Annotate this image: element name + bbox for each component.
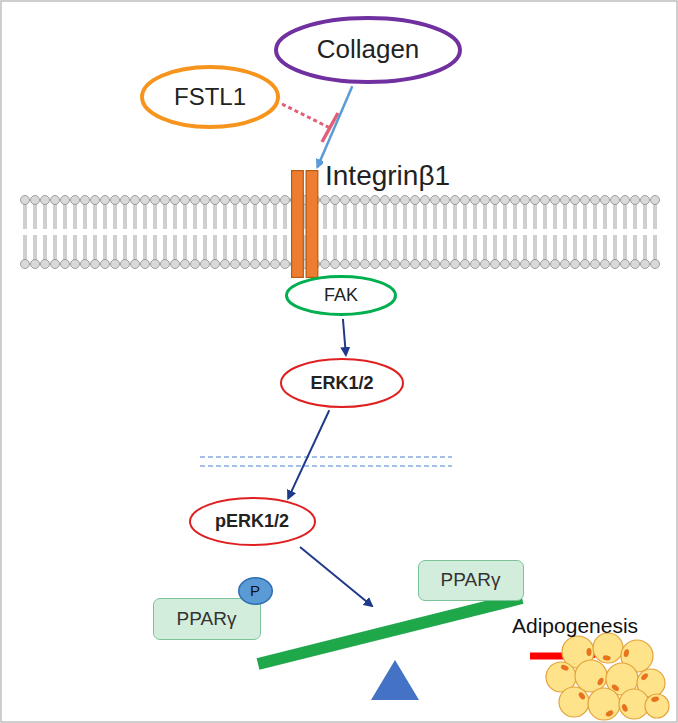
adipocyte xyxy=(559,687,589,717)
transcription-factor: PPARγP xyxy=(153,598,261,640)
adipocyte xyxy=(593,633,623,663)
nucleus xyxy=(623,649,630,658)
protein-ellipse: FSTL1 xyxy=(140,65,280,129)
transcription-factor: PPARγ xyxy=(418,560,524,601)
receptor: Integrinβ1 xyxy=(291,170,318,278)
kinase-ellipse: pERK1/2 xyxy=(189,497,316,546)
balance-beam xyxy=(258,598,522,664)
node-label: ERK1/2 xyxy=(310,373,373,394)
signal-arrow xyxy=(343,319,346,355)
outcome-label: Adipogenesis xyxy=(512,614,638,638)
nuclear-envelope xyxy=(200,456,452,457)
nucleus xyxy=(640,672,649,681)
nucleus xyxy=(651,696,660,703)
node-label: P xyxy=(250,582,260,599)
adipocyte xyxy=(588,688,620,720)
node-label: PPARγ xyxy=(441,569,501,591)
node-label: PPARγ xyxy=(177,608,237,630)
nuclear-envelope xyxy=(200,465,452,466)
node-label: pERK1/2 xyxy=(215,511,289,532)
kinase-ellipse: ERK1/2 xyxy=(280,358,404,408)
nucleus xyxy=(611,683,620,692)
node-label: Collagen xyxy=(317,35,420,65)
signal-arrow xyxy=(288,410,329,498)
fulcrum xyxy=(371,660,419,700)
adipocyte-cluster xyxy=(546,633,669,720)
nucleus xyxy=(621,703,629,712)
nucleus xyxy=(587,648,592,656)
nucleus xyxy=(560,664,569,672)
activation-arrow xyxy=(300,547,372,606)
adipocyte xyxy=(619,689,649,719)
signal-arrow xyxy=(317,86,352,167)
nucleus xyxy=(605,709,614,717)
cell-membrane xyxy=(20,195,660,269)
inhibition-line xyxy=(282,104,330,128)
nucleus xyxy=(602,655,611,661)
kinase-ellipse: FAK xyxy=(285,275,397,316)
node-label: FAK xyxy=(324,285,358,306)
adipocyte xyxy=(575,660,607,692)
adipocyte xyxy=(645,694,669,718)
phosphate-circle: P xyxy=(238,577,273,605)
ligand-ellipse: Collagen xyxy=(274,16,462,84)
node-label: FSTL1 xyxy=(174,83,246,111)
node-heading: Integrinβ1 xyxy=(323,160,452,192)
receptor-outline xyxy=(291,170,318,278)
nucleus xyxy=(577,691,586,700)
nucleus xyxy=(596,677,604,686)
